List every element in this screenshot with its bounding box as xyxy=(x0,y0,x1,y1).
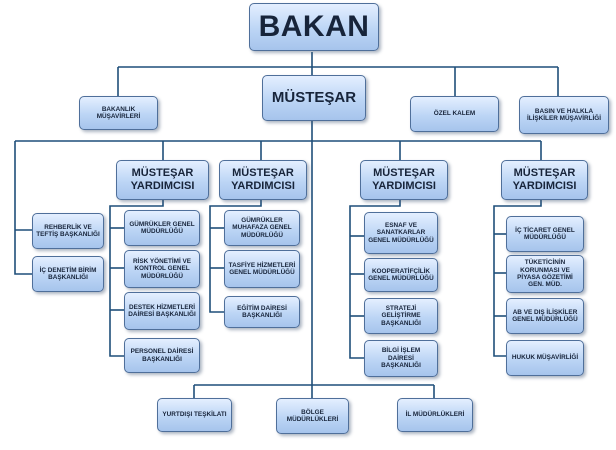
gumrukler-box: GÜMRÜKLER GENEL MÜDÜRLÜĞÜ xyxy=(124,210,200,246)
mustesar-box: MÜSTEŞAR xyxy=(262,75,366,121)
mustesar-yardimcisi-3-box: MÜSTEŞAR YARDIMCISI xyxy=(360,160,448,200)
destek-box: DESTEK HİZMETLERİ DAİRESİ BAŞKANLIĞI xyxy=(124,292,200,330)
connector-group2 xyxy=(209,200,262,313)
strateji-box: STRATEJİ GELİŞTİRME BAŞKANLIĞI xyxy=(364,298,438,334)
ic-denetim-box: İÇ DENETİM BİRİM BAŞKANLIĞI xyxy=(32,256,104,292)
bolge-box: BÖLGE MÜDÜRLÜKLERİ xyxy=(276,398,349,434)
connector-left-spine xyxy=(14,141,32,275)
connector-group3 xyxy=(349,200,401,359)
muhafaza-box: GÜMRÜKLER MUHAFAZA GENEL MÜDÜRLÜĞÜ xyxy=(224,210,300,246)
mustesar-yardimcisi-4-box: MÜSTEŞAR YARDIMCISI xyxy=(501,160,588,200)
ab-box: AB VE DIŞ İLİŞKİLER GENEL MÜDÜRLÜĞÜ xyxy=(506,298,584,334)
mustesar-yardimcisi-2-box: MÜSTEŞAR YARDIMCISI xyxy=(219,160,307,200)
bakanlik-musavirleri-box: BAKANLIK MÜŞAVİRLERİ xyxy=(79,96,158,130)
basin-musavirligi-box: BASIN VE HALKLA İLİŞKİLER MÜŞAVİRLİĞİ xyxy=(519,96,609,134)
hukuk-box: HUKUK MÜŞAVİRLİĞİ xyxy=(506,340,584,376)
connector-group1 xyxy=(109,200,164,357)
kooperatifcilik-box: KOOPERATİFÇİLİK GENEL MÜDÜRLÜĞÜ xyxy=(364,258,438,292)
rehberlik-box: REHBERLİK VE TEFTİŞ BAŞKANLIĞI xyxy=(32,213,104,249)
ic-ticaret-box: İÇ TİCARET GENEL MÜDÜRLÜĞÜ xyxy=(506,216,584,252)
yurtdisi-box: YURTDIŞI TEŞKİLATI xyxy=(157,398,232,432)
connector-group4 xyxy=(493,200,542,357)
il-box: İL MÜDÜRLÜKLERİ xyxy=(397,398,473,432)
bilgi-islem-box: BİLGİ İŞLEM DAİRESİ BAŞKANLIĞI xyxy=(364,340,438,377)
bakan-box: BAKAN xyxy=(249,3,379,51)
esnaf-box: ESNAF VE SANATKARLAR GENEL MÜDÜRLÜĞÜ xyxy=(364,212,438,254)
risk-box: RİSK YÖNETİMİ VE KONTROL GENEL MÜDÜRLÜĞÜ xyxy=(124,250,200,288)
mustesar-yardimcisi-1-box: MÜSTEŞAR YARDIMCISI xyxy=(116,160,209,200)
tuketici-box: TÜKETİCİNİN KORUNMASI VE PİYASA GÖZETİMİ… xyxy=(506,255,584,293)
personel-box: PERSONEL DAİRESİ BAŞKANLIĞI xyxy=(124,338,200,373)
ozel-kalem-box: ÖZEL KALEM xyxy=(410,96,499,132)
tasfiye-box: TASFİYE HİZMETLERİ GENEL MÜDÜRLÜĞÜ xyxy=(224,250,300,288)
egitim-box: EĞİTİM DAİRESİ BAŞKANLIĞI xyxy=(224,296,300,328)
